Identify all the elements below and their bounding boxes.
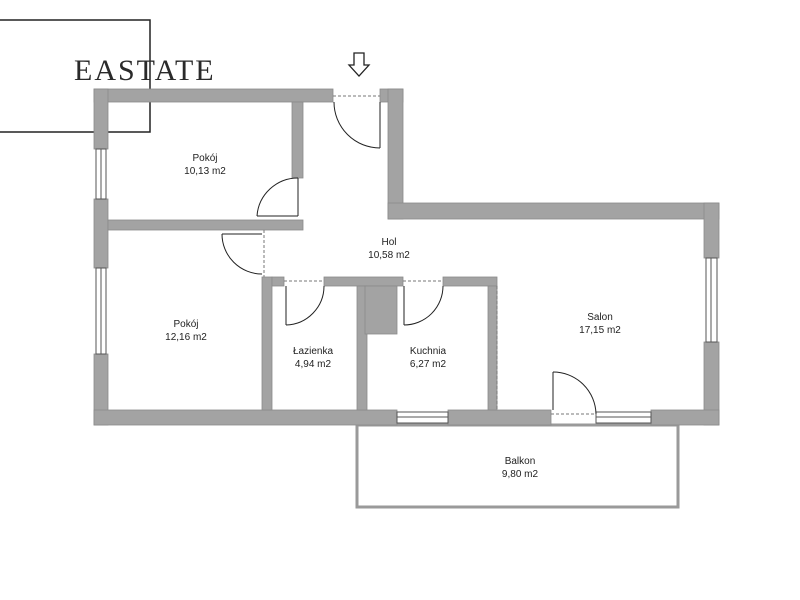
- room-area-kuchnia: 6,27 m2: [410, 359, 447, 370]
- room-name-balkon: Balkon: [505, 456, 536, 467]
- room-area-balkon: 9,80 m2: [502, 469, 539, 480]
- room-name-lazienka: Łazienka: [293, 346, 333, 357]
- room-name-pokoj-2: Pokój: [173, 319, 198, 330]
- logo-frame: [0, 19, 151, 133]
- room-area-lazienka: 4,94 m2: [295, 359, 332, 370]
- door-lazienka: [284, 280, 325, 326]
- door-kuchnia: [403, 280, 444, 326]
- room-name-pokoj-1: Pokój: [192, 153, 217, 164]
- room-area-pokoj-2: 12,16 m2: [165, 332, 207, 343]
- room-area-pokoj-1: 10,13 m2: [184, 166, 226, 177]
- door-entrance: [333, 95, 381, 149]
- down-arrow-icon: [347, 52, 371, 77]
- door-pokoj-2: [221, 230, 265, 277]
- door-pokoj-1: [256, 177, 299, 217]
- room-area-salon: 17,15 m2: [579, 325, 621, 336]
- outer-walls: [93, 88, 720, 426]
- room-name-salon: Salon: [587, 312, 613, 323]
- room-name-kuchnia: Kuchnia: [410, 346, 447, 357]
- doors: [221, 95, 597, 415]
- room-area-hol: 10,58 m2: [368, 250, 410, 261]
- room-name-hol: Hol: [381, 237, 396, 248]
- windows: [95, 148, 718, 424]
- balcony: [355, 423, 680, 509]
- room-labels: Pokój 10,13 m2 Hol 10,58 m2 Pokój 12,16 …: [165, 153, 621, 480]
- door-balcony: [551, 371, 597, 415]
- inner-walls: [107, 101, 498, 411]
- brand-name: EASTATE: [74, 54, 216, 87]
